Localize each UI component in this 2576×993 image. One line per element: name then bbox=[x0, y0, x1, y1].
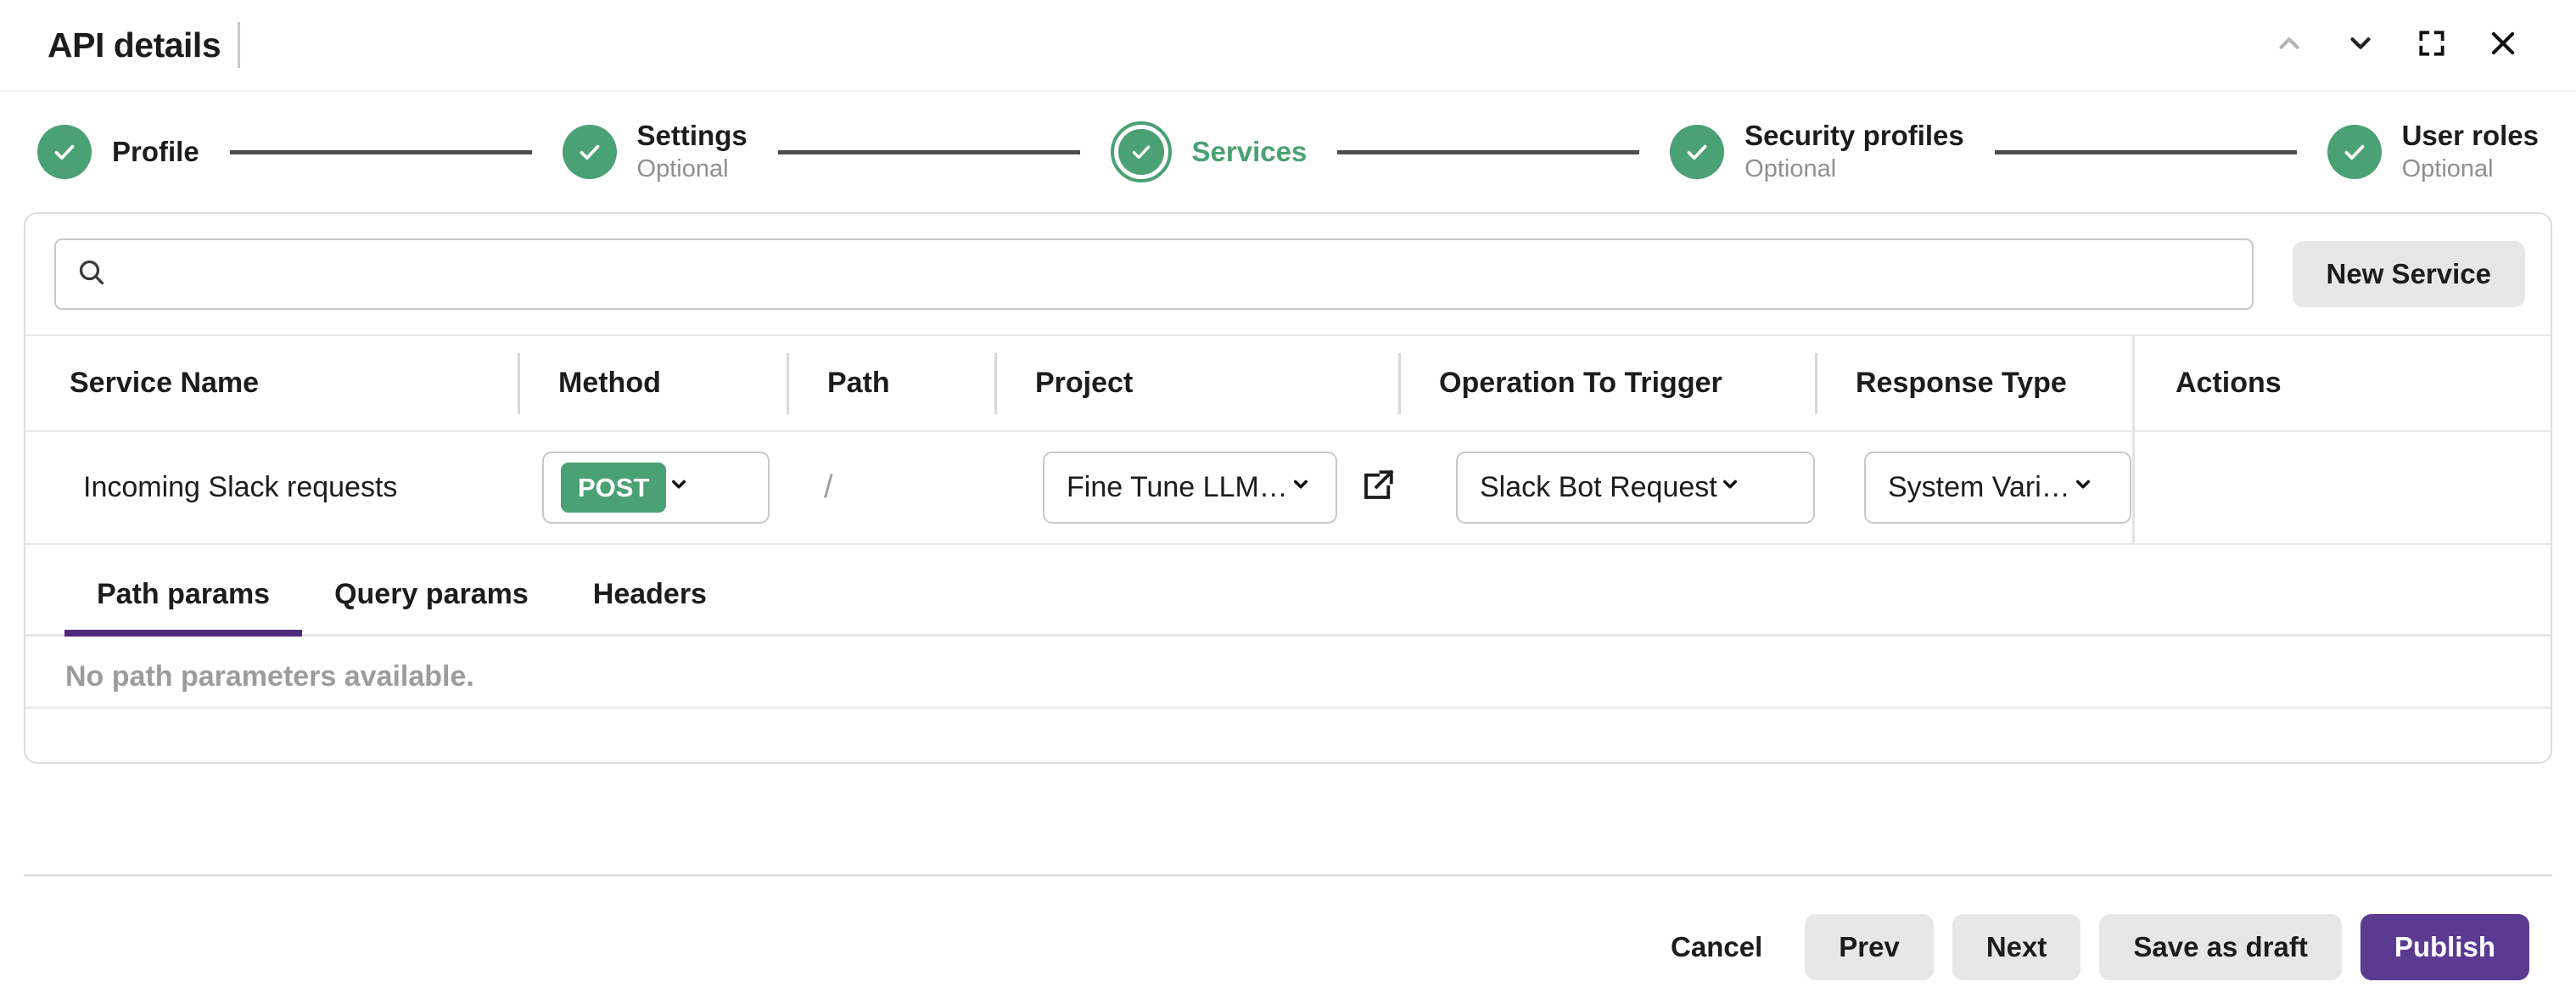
step-settings[interactable]: Settings Optional bbox=[562, 119, 748, 185]
external-link-icon bbox=[1360, 468, 1396, 508]
next-button[interactable]: Next bbox=[1952, 914, 2081, 980]
page-title: API details bbox=[48, 25, 221, 65]
step-complete-check-icon bbox=[2327, 125, 2382, 179]
step-connector bbox=[229, 149, 532, 154]
project-select[interactable]: Fine Tune LLM… bbox=[1043, 452, 1337, 524]
close-button[interactable] bbox=[2476, 18, 2530, 72]
new-service-button[interactable]: New Service bbox=[2292, 241, 2525, 307]
operation-select[interactable]: Slack Bot Request bbox=[1456, 452, 1815, 524]
column-header-path: Path bbox=[787, 336, 994, 430]
publish-button[interactable]: Publish bbox=[2360, 914, 2529, 980]
project-cell: Fine Tune LLM… bbox=[994, 432, 1398, 543]
tab-path-params[interactable]: Path params bbox=[64, 552, 303, 637]
step-complete-check-icon bbox=[37, 125, 92, 179]
step-label: Services bbox=[1191, 136, 1308, 167]
step-label: User roles bbox=[2401, 120, 2540, 151]
response-type-select-value: System Vari… bbox=[1888, 471, 2070, 503]
step-services[interactable]: Services bbox=[1110, 121, 1308, 182]
method-select[interactable]: POST bbox=[542, 452, 770, 524]
footer-divider bbox=[24, 874, 2552, 877]
chevron-down-icon bbox=[1717, 471, 1743, 504]
active-step-ring bbox=[1110, 121, 1172, 182]
service-table-row: Incoming Slack requests POST / Fine Tune… bbox=[25, 430, 2551, 545]
column-header-service-name: Service Name bbox=[70, 367, 260, 399]
params-tabs: Path params Query params Headers bbox=[25, 545, 2551, 637]
column-header-method: Method bbox=[518, 336, 787, 430]
tab-query-params[interactable]: Query params bbox=[334, 577, 529, 610]
column-header-project: Project bbox=[994, 336, 1398, 430]
search-input[interactable] bbox=[122, 244, 2233, 304]
step-label: Settings bbox=[636, 120, 748, 151]
step-user-roles[interactable]: User roles Optional bbox=[2327, 119, 2539, 185]
step-connector bbox=[777, 149, 1080, 154]
collapse-up-button[interactable] bbox=[2262, 18, 2316, 72]
step-optional-label: Optional bbox=[636, 155, 729, 182]
actions-cell bbox=[2132, 432, 2551, 543]
step-profile[interactable]: Profile bbox=[37, 125, 199, 179]
tab-headers[interactable]: Headers bbox=[592, 577, 707, 610]
operation-cell: Slack Bot Request bbox=[1398, 432, 1815, 543]
step-optional-label: Optional bbox=[1744, 155, 1837, 182]
path-cell: / bbox=[824, 469, 833, 505]
save-as-draft-button[interactable]: Save as draft bbox=[2099, 914, 2342, 980]
project-select-value: Fine Tune LLM… bbox=[1067, 471, 1288, 503]
step-optional-label: Optional bbox=[2401, 155, 2494, 182]
fullscreen-icon bbox=[2416, 27, 2448, 64]
method-cell: POST bbox=[518, 432, 787, 543]
chevron-down-icon bbox=[2344, 27, 2377, 64]
step-connector bbox=[1337, 149, 1640, 154]
response-type-select[interactable]: System Vari… bbox=[1864, 452, 2131, 524]
empty-state-message: No path parameters available. bbox=[65, 660, 474, 693]
dialog-header: API details bbox=[0, 0, 2576, 92]
expand-down-button[interactable] bbox=[2333, 18, 2388, 72]
response-type-cell: System Vari… bbox=[1815, 432, 2132, 543]
step-label: Profile bbox=[112, 136, 199, 167]
method-badge: POST bbox=[561, 463, 667, 513]
step-security-profiles[interactable]: Security profiles Optional bbox=[1670, 119, 1964, 185]
step-complete-check-icon bbox=[562, 125, 617, 179]
services-toolbar: New Service bbox=[25, 214, 2551, 334]
search-icon bbox=[75, 255, 109, 294]
service-name-cell: Incoming Slack requests bbox=[83, 471, 398, 503]
step-label: Security profiles bbox=[1744, 120, 1964, 151]
chevron-down-icon bbox=[1288, 471, 1313, 504]
title-divider bbox=[238, 22, 241, 68]
services-table-header: Service Name Method Path Project Operati… bbox=[25, 334, 2551, 430]
open-project-button[interactable] bbox=[1358, 463, 1398, 513]
services-panel: New Service Service Name Method Path Pro… bbox=[24, 212, 2552, 764]
column-header-actions: Actions bbox=[2132, 336, 2551, 430]
service-search-box[interactable] bbox=[54, 238, 2254, 310]
cancel-button[interactable]: Cancel bbox=[1647, 914, 1786, 980]
operation-select-value: Slack Bot Request bbox=[1480, 471, 1717, 503]
chevron-up-icon bbox=[2273, 27, 2305, 64]
footer-actions: Cancel Prev Next Save as draft Publish bbox=[0, 877, 2576, 980]
chevron-down-icon bbox=[2070, 471, 2096, 504]
step-connector bbox=[1994, 149, 2297, 154]
path-params-empty-state: No path parameters available. bbox=[25, 637, 2551, 709]
prev-button[interactable]: Prev bbox=[1805, 914, 1934, 980]
step-complete-check-icon bbox=[1117, 129, 1164, 175]
step-complete-check-icon bbox=[1670, 125, 1725, 179]
wizard-stepper: Profile Settings Optional Services bbox=[0, 92, 2576, 212]
chevron-down-icon bbox=[666, 471, 692, 504]
fullscreen-button[interactable] bbox=[2405, 18, 2459, 72]
column-header-operation: Operation To Trigger bbox=[1398, 336, 1815, 430]
close-icon bbox=[2487, 27, 2519, 64]
column-header-response-type: Response Type bbox=[1815, 336, 2132, 430]
